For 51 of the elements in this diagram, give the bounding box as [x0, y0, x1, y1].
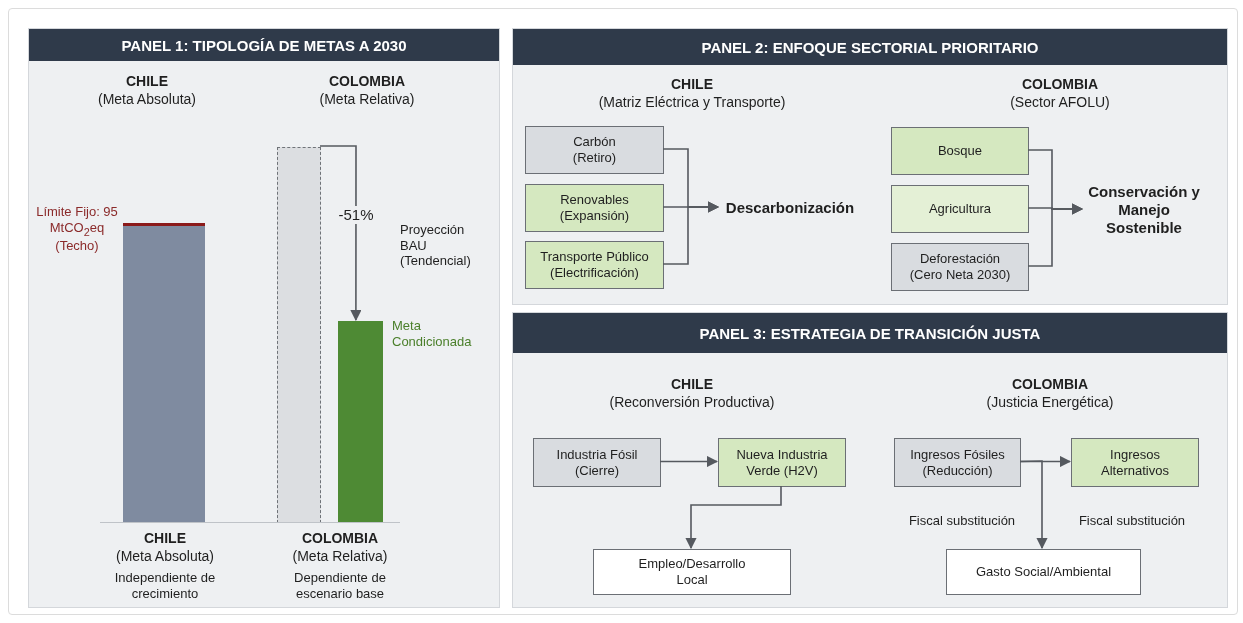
text-label: (Matriz Eléctrica y Transporte) — [597, 94, 787, 111]
arrow — [1027, 203, 1084, 267]
text-label: (Meta Relativa) — [318, 91, 416, 108]
process-box: Industria Fósil (Cierre) — [533, 438, 661, 487]
bar — [277, 147, 321, 523]
country-heading: CHILE — [125, 73, 169, 90]
text-label: (Meta Absoluta) — [114, 548, 216, 565]
arrow — [662, 201, 720, 265]
outcome-text: Conservación y Manejo Sostenible — [1083, 179, 1205, 241]
process-box: Empleo/Desarrollo Local — [593, 549, 791, 595]
panel-header: PANEL 1: TIPOLOGÍA DE METAS A 2030 — [29, 29, 499, 61]
text-label: (Sector AFOLU) — [1009, 94, 1111, 111]
text-label: Fiscal substitución — [1077, 513, 1187, 529]
country-heading: CHILE — [670, 376, 714, 393]
process-box: Renovables (Expansión) — [525, 184, 664, 232]
process-box: Transporte Público (Electrificación) — [525, 241, 664, 289]
bar-annotation: Límite Fijo: 95 MtCO$_{2}$eq (Techo) — [35, 204, 119, 254]
arrow — [659, 455, 719, 468]
arrow — [685, 485, 782, 550]
bar — [123, 223, 205, 523]
process-box: Gasto Social/Ambiental — [946, 549, 1141, 595]
country-heading: COLOMBIA — [327, 73, 407, 90]
bar — [338, 321, 383, 523]
panel — [28, 28, 500, 608]
panel-header: PANEL 3: ESTRATEGIA DE TRANSICIÓN JUSTA — [513, 313, 1227, 353]
arrow — [1019, 460, 1048, 550]
process-box: Nueva Industria Verde (H2V) — [718, 438, 846, 487]
process-box: Bosque — [891, 127, 1029, 175]
process-box: Deforestación (Cero Neta 2030) — [891, 243, 1029, 291]
text-label: Dependiente de escenario base — [293, 570, 387, 602]
text-label: Independiente de crecimiento — [113, 570, 217, 602]
country-heading: COLOMBIA — [300, 530, 380, 547]
process-box: Ingresos Alternativos — [1071, 438, 1199, 487]
country-heading: COLOMBIA — [1010, 376, 1090, 393]
text-label: Proyección BAU (Tendencial) — [400, 222, 472, 269]
country-heading: COLOMBIA — [1020, 76, 1100, 93]
panel-header: PANEL 2: ENFOQUE SECTORIAL PRIORITARIO — [513, 29, 1227, 65]
process-box: Ingresos Fósiles (Reducción) — [894, 438, 1021, 487]
process-box: Carbón (Retiro) — [525, 126, 664, 174]
process-box: Agricultura — [891, 185, 1029, 233]
text-label: (Reconversión Productiva) — [608, 394, 776, 411]
bar-annotation: Meta Condicionada — [392, 318, 473, 350]
text-label: (Meta Relativa) — [291, 548, 389, 565]
text-label: (Justicia Energética) — [985, 394, 1115, 411]
panel — [512, 312, 1228, 608]
outcome-text: Descarbonización — [719, 195, 861, 221]
arrow — [319, 145, 362, 322]
panel — [512, 28, 1228, 305]
country-heading: CHILE — [143, 530, 187, 547]
text-label: (Meta Absoluta) — [96, 91, 198, 108]
country-heading: CHILE — [670, 76, 714, 93]
